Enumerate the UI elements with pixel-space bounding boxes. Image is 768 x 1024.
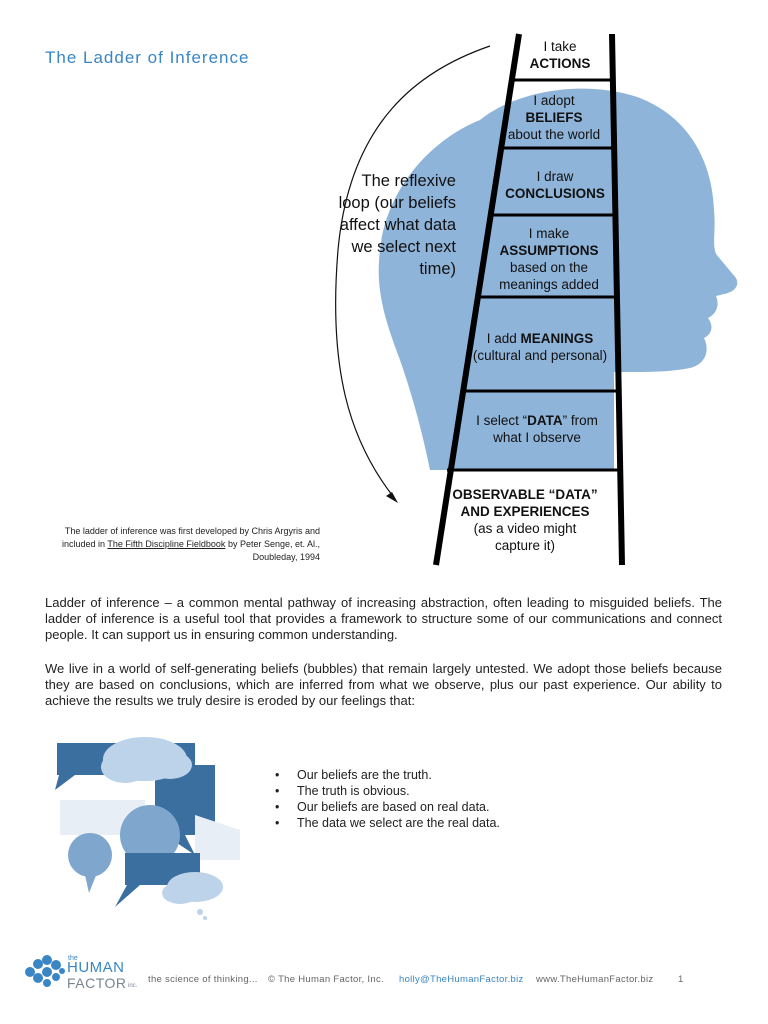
footer-website-link[interactable]: www.TheHumanFactor.biz — [536, 974, 654, 985]
logo-the: the — [68, 955, 78, 962]
footer-tagline: the science of thinking... — [148, 974, 258, 985]
list-item: Our beliefs are based on real data. — [273, 799, 500, 815]
logo-inc: inc. — [128, 983, 138, 989]
ladder-rungs — [447, 78, 618, 472]
rung-data: I select “DATA” from what I observe — [476, 413, 598, 445]
logo-human: HUMAN — [67, 959, 125, 976]
list-item: The truth is obvious. — [273, 783, 500, 799]
loop-arrow — [335, 45, 491, 496]
ladder-diagram — [335, 33, 738, 566]
logo-factor: FACTOR — [67, 975, 127, 991]
rung-observable: OBSERVABLE “DATA” AND EXPERIENCES(as a v… — [452, 487, 598, 553]
beliefs-paragraph: We live in a world of self-generating be… — [45, 661, 722, 708]
page-title: The Ladder of Inference — [45, 48, 250, 67]
beliefs-list: Our beliefs are the truth. The truth is … — [273, 767, 500, 831]
reflexive-loop-label: The reflexive loop (our beliefs affect w… — [338, 172, 456, 278]
brain-logo-icon — [25, 955, 65, 987]
page-number: 1 — [678, 974, 684, 985]
list-item: Our beliefs are the truth. — [273, 767, 500, 783]
footer-email-link[interactable]: holly@TheHumanFactor.biz — [399, 974, 524, 985]
ladder-right-rail — [609, 33, 625, 566]
list-item: The data we select are the real data. — [273, 815, 500, 831]
rung-meanings: I add MEANINGS(cultural and personal) — [472, 331, 608, 363]
ladder-left-rail — [433, 33, 522, 566]
book-title: The Fifth Discipline Fieldbook — [107, 539, 226, 549]
loop-arrowhead — [386, 492, 398, 503]
definition-paragraph: Ladder of inference – a common mental pa… — [45, 595, 722, 642]
speech-bubbles-illustration — [55, 737, 240, 920]
footer-copyright: © The Human Factor, Inc. — [268, 974, 384, 985]
attribution-footnote: The ladder of inference was first develo… — [62, 526, 320, 562]
definition-term: Ladder of inference — [45, 595, 160, 610]
